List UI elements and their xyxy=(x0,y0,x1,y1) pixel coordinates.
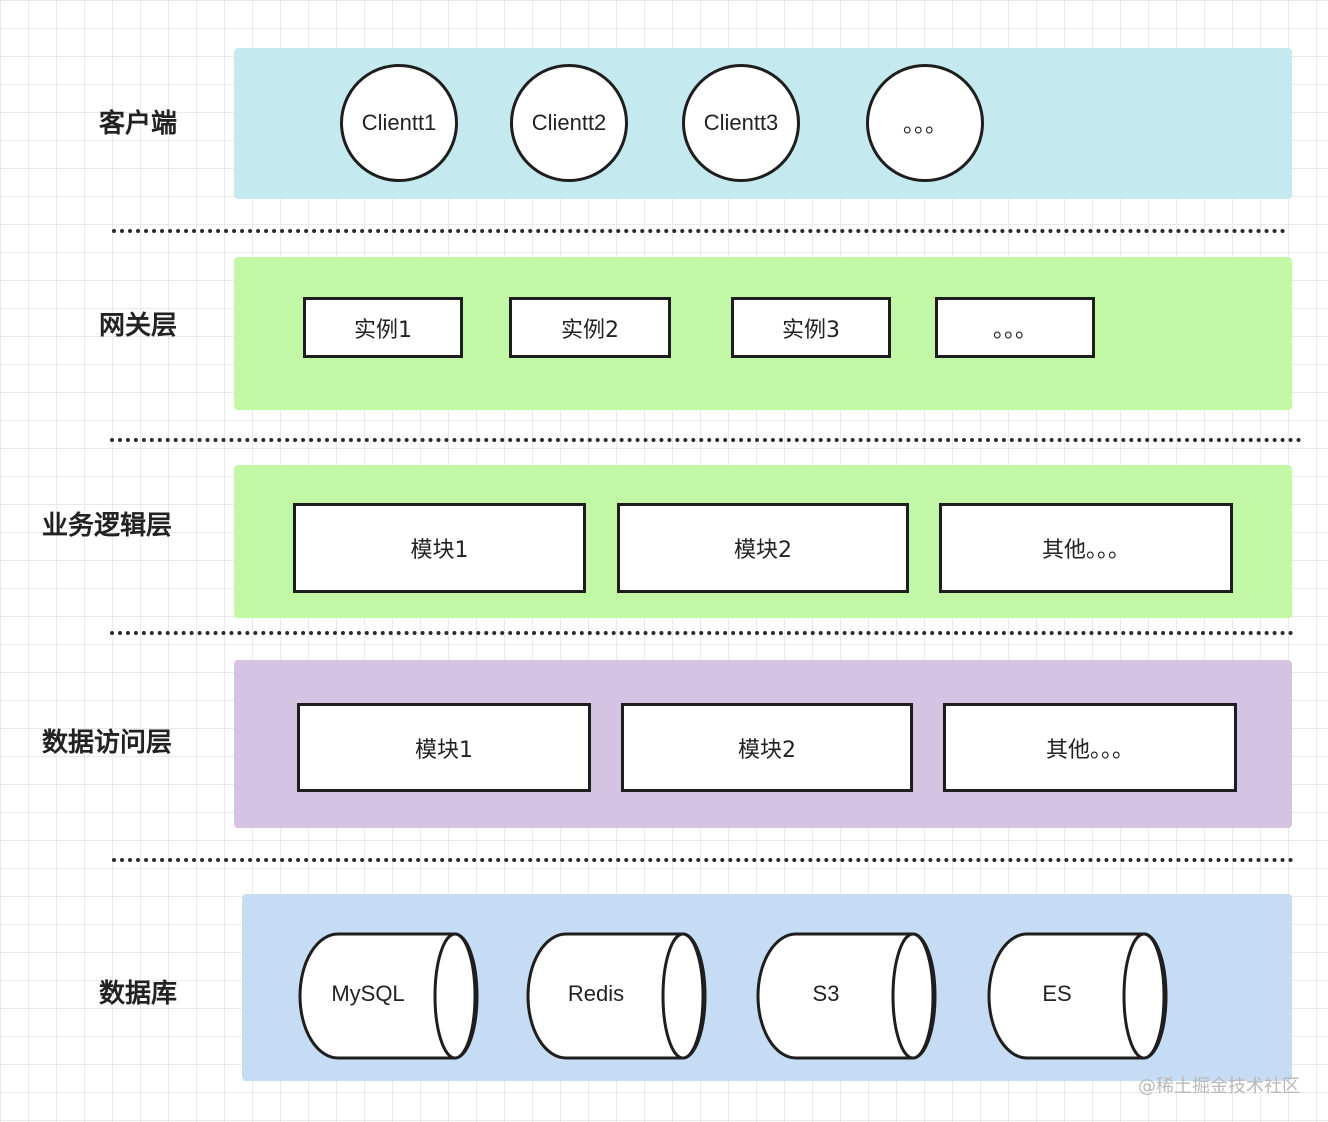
database-layer-band: MySQL Redis S3 ES xyxy=(242,894,1292,1081)
database-label: MySQL xyxy=(331,981,405,1006)
gateway-layer-band: 实例1 实例2 实例3 。。。 xyxy=(234,257,1292,410)
gateway-instance: 实例2 xyxy=(509,297,671,358)
layer-divider xyxy=(112,858,1294,862)
database-cylinder-redis: Redis xyxy=(526,932,708,1060)
gateway-layer-label: 网关层 xyxy=(99,311,178,341)
data-access-layer-band: 模块1 模块2 其他。。。 xyxy=(234,660,1292,828)
data-access-module: 模块2 xyxy=(621,703,913,792)
gateway-instance-more: 。。。 xyxy=(935,297,1095,358)
watermark: @稀土掘金技术社区 xyxy=(1138,1076,1300,1097)
data-access-module-other: 其他。。。 xyxy=(943,703,1237,792)
gateway-instance: 实例1 xyxy=(303,297,463,358)
cylinder-shape xyxy=(298,932,479,1060)
database-cylinder-mysql: MySQL xyxy=(298,932,480,1060)
gateway-instance: 实例3 xyxy=(731,297,891,358)
data-access-module: 模块1 xyxy=(297,703,591,792)
client-node: Clientt3 xyxy=(682,64,800,182)
business-module: 模块1 xyxy=(293,503,586,593)
database-layer-label: 数据库 xyxy=(99,979,178,1009)
client-node: Clientt2 xyxy=(510,64,628,182)
client-node: Clientt1 xyxy=(340,64,458,182)
business-module-other: 其他。。。 xyxy=(939,503,1233,593)
client-layer-band: Clientt1 Clientt2 Clientt3 。。。 xyxy=(234,48,1292,199)
database-cylinder-es: ES xyxy=(987,932,1169,1060)
cylinder-shape xyxy=(987,932,1168,1060)
client-layer-label: 客户端 xyxy=(99,109,178,139)
business-module: 模块2 xyxy=(617,503,909,593)
database-label: Redis xyxy=(567,981,625,1006)
layer-divider xyxy=(110,438,1302,442)
data-access-layer-label: 数据访问层 xyxy=(42,728,173,758)
business-layer-band: 模块1 模块2 其他。。。 xyxy=(234,465,1292,618)
database-label: ES xyxy=(1042,981,1072,1006)
client-node-more: 。。。 xyxy=(866,64,984,182)
layer-divider xyxy=(112,229,1286,233)
cylinder-shape xyxy=(526,932,707,1060)
database-label: S3 xyxy=(812,981,840,1006)
business-layer-label: 业务逻辑层 xyxy=(42,511,173,541)
database-cylinder-s3: S3 xyxy=(756,932,938,1060)
cylinder-shape xyxy=(756,932,937,1060)
layer-divider xyxy=(110,631,1294,635)
